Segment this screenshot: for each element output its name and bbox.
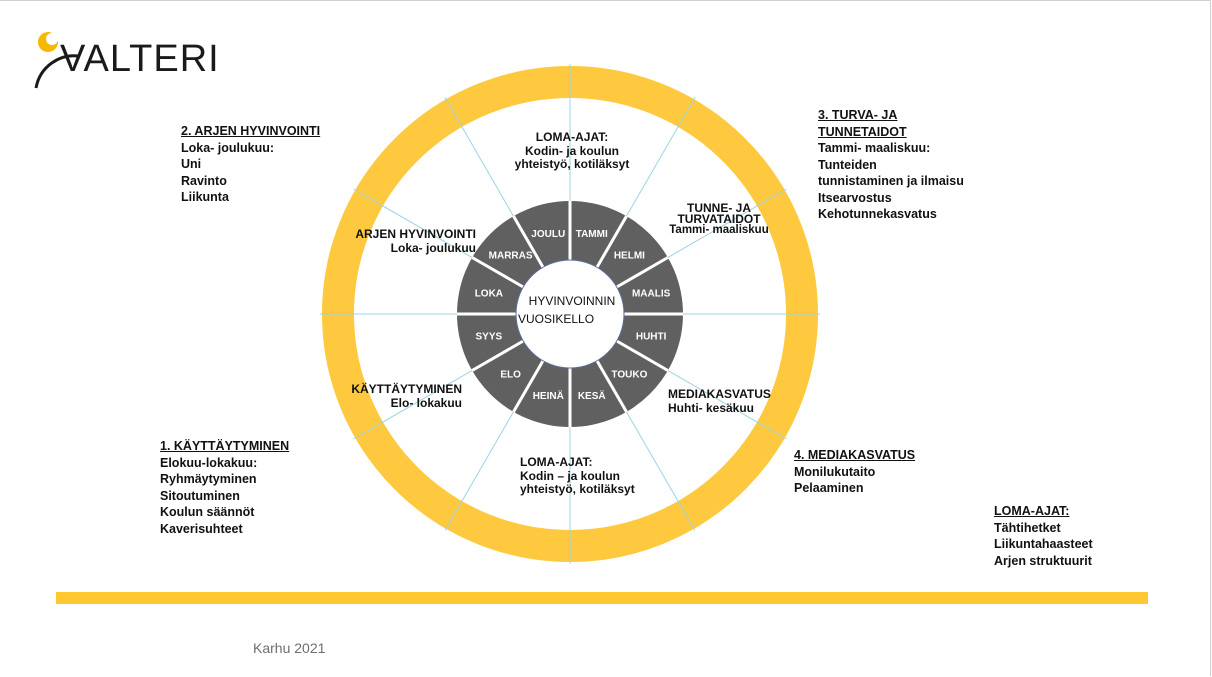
month-label-kesä: KESÄ bbox=[578, 389, 606, 402]
label-loma-top-3: yhteistyö, kotiläksyt bbox=[514, 157, 630, 171]
label-media-1: MEDIAKASVATUS bbox=[668, 387, 771, 401]
label-arjen: ARJEN HYVINVOINTI Loka- joulukuu bbox=[336, 227, 476, 255]
label-tunne: TUNNE- JA TURVATAIDOT Tammi- maaliskuu bbox=[664, 201, 774, 236]
center-title-1: HYVINVOINNIN bbox=[529, 294, 616, 308]
month-label-maalis: MAALIS bbox=[632, 288, 671, 299]
month-label-touko: TOUKO bbox=[611, 369, 647, 380]
center-circle bbox=[515, 259, 625, 369]
block-arjen-title: 2. ARJEN HYVINVOINTI bbox=[181, 124, 321, 138]
block-arjen-hyvinvointi: 2. ARJEN HYVINVOINTI Loka- joulukuu: Uni… bbox=[181, 123, 320, 206]
month-label-joulu: JOULU bbox=[531, 229, 565, 240]
month-separator bbox=[616, 256, 669, 289]
month-label-syys: SYYS bbox=[476, 332, 503, 343]
block-loma-title: LOMA-AJAT: bbox=[994, 504, 1070, 518]
valteri-logo bbox=[30, 26, 200, 106]
block-loma-line: Arjen struktuurit bbox=[994, 553, 1092, 568]
label-tunne-2: TURVATAIDOT bbox=[677, 212, 761, 226]
block-kayttaytyminen-title: 1. KÄYTTÄYTYMINEN bbox=[160, 439, 290, 453]
block-kayttaytyminen-line: Koulun säännöt bbox=[160, 505, 255, 519]
block-loma-ajat: LOMA-AJAT: Tähtihetket Liikuntahaasteet … bbox=[994, 503, 1093, 569]
footer-credit: Karhu 2021 bbox=[253, 640, 326, 656]
label-loma-bottom-2: Kodin – ja koulun bbox=[520, 468, 621, 483]
block-kayttaytyminen-line: Ryhmäytyminen bbox=[160, 472, 257, 486]
month-label-marras: MARRAS bbox=[489, 251, 533, 262]
label-loma-top-1: LOMA-AJAT: bbox=[535, 130, 609, 144]
block-arjen-line: Liikunta bbox=[181, 190, 229, 204]
block-kayttaytyminen-line: Kaverisuhteet bbox=[160, 521, 243, 536]
label-tunne-1: TUNNE- JA bbox=[686, 201, 751, 215]
label-loma-top: LOMA-AJAT: Kodin- ja koulun yhteistyö, k… bbox=[512, 130, 632, 172]
month-separator bbox=[595, 215, 628, 268]
block-loma-line: Liikuntahaasteet bbox=[994, 537, 1093, 551]
label-media: MEDIAKASVATUS Huhti- kesäkuu bbox=[668, 387, 778, 415]
block-arjen-line: Ravinto bbox=[181, 173, 227, 188]
block-kayttaytyminen-line: Elokuu-lokakuu: bbox=[160, 455, 258, 470]
label-tunne-3: Tammi- maaliskuu bbox=[669, 224, 769, 236]
month-label-helmi: HELMI bbox=[614, 251, 645, 262]
month-label-huhti: HUHTI bbox=[636, 332, 667, 343]
label-loma-top-2: Kodin- ja koulun bbox=[525, 143, 619, 158]
label-kayttaytyminen-1: KÄYTTÄYTYMINEN bbox=[351, 382, 462, 396]
month-label-elo: ELO bbox=[500, 369, 521, 380]
block-turva-line: Itsearvostus bbox=[818, 190, 892, 205]
month-separators bbox=[457, 201, 683, 427]
month-label-tammi: TAMMI bbox=[576, 229, 608, 240]
center-title-2: VUOSIKELLO bbox=[518, 312, 594, 326]
year-wheel: TAMMI HELMI MAALIS HUHTI TOUKO KESÄ HEINÄ ELO SY… bbox=[320, 64, 820, 564]
block-turva-title-1: 3. TURVA- JA bbox=[818, 108, 898, 122]
label-loma-bottom-1: LOMA-AJAT: bbox=[520, 455, 593, 469]
month-label-loka: LOKA bbox=[475, 288, 503, 299]
month-separator bbox=[595, 360, 628, 413]
block-kayttaytyminen-line: Sitoutuminen bbox=[160, 488, 240, 503]
block-arjen-line: Uni bbox=[181, 157, 202, 171]
label-arjen-2: Loka- joulukuu bbox=[390, 240, 476, 255]
block-turva-line: Kehotunnekasvatus bbox=[818, 207, 937, 221]
block-turva-line: Tammi- maaliskuu: bbox=[818, 141, 931, 155]
month-labels: TAMMI HELMI MAALIS HUHTI TOUKO KESÄ HEINÄ ELO SY… bbox=[475, 229, 671, 402]
block-loma-line: Tähtihetket bbox=[994, 520, 1061, 535]
block-turva-tunnetaidot: 3. TURVA- JA TUNNETAIDOT Tammi- maalisku… bbox=[818, 107, 964, 223]
logo-mark bbox=[34, 32, 79, 89]
block-turva-line: Tunteiden bbox=[818, 157, 877, 172]
block-kayttaytyminen: 1. KÄYTTÄYTYMINEN Elokuu-lokakuu: Ryhmäy… bbox=[160, 438, 289, 537]
month-separator bbox=[471, 339, 524, 372]
footer-bar bbox=[56, 592, 1148, 604]
logo-text: VALTERI bbox=[60, 38, 220, 80]
month-label-heinä: HEINÄ bbox=[533, 389, 564, 402]
label-loma-bottom-3: yhteistyö, kotiläksyt bbox=[520, 482, 635, 496]
month-separator bbox=[616, 339, 669, 372]
block-media-line: Monilukutaito bbox=[794, 464, 876, 479]
block-turva-title-2: TUNNETAIDOT bbox=[818, 124, 907, 139]
label-kayttaytyminen-2: Elo- lokakuu bbox=[390, 395, 462, 410]
block-media-title: 4. MEDIAKASVATUS bbox=[794, 448, 916, 462]
label-loma-bottom: LOMA-AJAT: Kodin – ja koulun yhteistyö, … bbox=[520, 455, 660, 497]
block-arjen-line: Loka- joulukuu: bbox=[181, 140, 275, 155]
block-turva-line: tunnistaminen ja ilmaisu bbox=[818, 174, 964, 188]
month-separator bbox=[512, 360, 545, 413]
block-mediakasvatus: 4. MEDIAKASVATUS Monilukutaito Pelaamine… bbox=[794, 447, 915, 497]
month-separator bbox=[471, 256, 524, 289]
label-arjen-1: ARJEN HYVINVOINTI bbox=[355, 227, 476, 241]
block-media-line: Pelaaminen bbox=[794, 481, 864, 495]
label-media-2: Huhti- kesäkuu bbox=[668, 400, 755, 415]
month-separator bbox=[512, 215, 545, 268]
label-kayttaytyminen: KÄYTTÄYTYMINEN Elo- lokakuu bbox=[342, 382, 462, 410]
